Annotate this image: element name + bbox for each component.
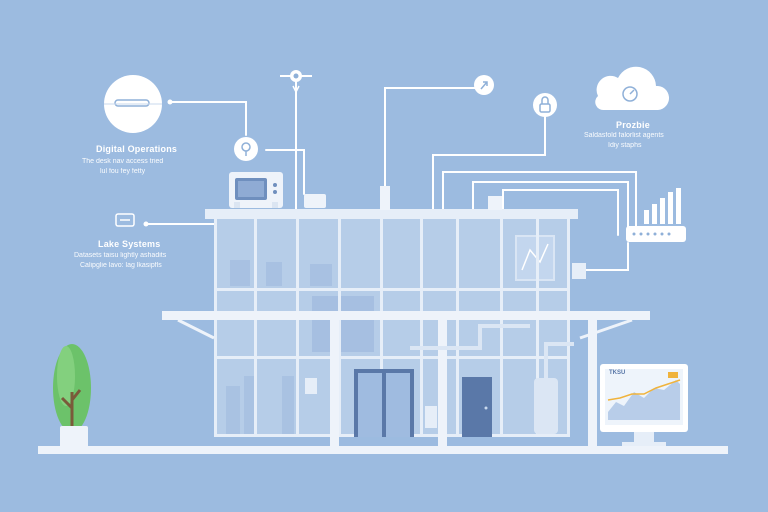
cloud-block-title: Prozbie bbox=[616, 120, 650, 130]
ground-line bbox=[38, 446, 728, 454]
wall-panel bbox=[305, 378, 317, 394]
roof-vent bbox=[488, 196, 502, 210]
cloud-icon bbox=[595, 66, 670, 111]
arrow-icon bbox=[474, 75, 494, 95]
roof-vent bbox=[380, 186, 390, 210]
lake-systems-icon bbox=[115, 213, 135, 227]
lake-systems-line-2: Calipglie lavo: lag lkasipfls bbox=[80, 262, 162, 269]
lake-systems-line-1: Datasets taisu lightly ashadits bbox=[74, 252, 167, 259]
wall-outlet bbox=[572, 263, 586, 279]
side-door bbox=[462, 377, 492, 437]
monitor-tag: TKSU bbox=[609, 370, 626, 376]
roof-unit bbox=[304, 194, 326, 208]
entrance-door bbox=[354, 369, 414, 437]
signal-bars-icon bbox=[644, 188, 681, 224]
wall-panel bbox=[425, 406, 437, 428]
router-icon bbox=[626, 226, 686, 242]
digital-operations-line-1: The desk nav access tried bbox=[82, 158, 164, 165]
digital-operations-line-2: lul fou fey fetty bbox=[100, 168, 146, 175]
digital-operations-title: Digital Operations bbox=[96, 144, 178, 154]
bulb-icon bbox=[234, 137, 258, 161]
pipes bbox=[410, 324, 574, 380]
valve-icon bbox=[280, 70, 312, 94]
monitor-icon bbox=[600, 364, 688, 446]
camera-box-icon bbox=[229, 172, 283, 208]
cloud-block-line-1: Saldasfold falorlist agents bbox=[584, 132, 664, 139]
cloud-block-line-2: Idiy staphs bbox=[608, 142, 642, 149]
lock-icon bbox=[533, 93, 557, 117]
plant-icon bbox=[53, 344, 91, 448]
gauge-icon bbox=[104, 75, 162, 133]
lake-systems-title: Lake Systems bbox=[98, 239, 161, 249]
canopy bbox=[162, 311, 650, 452]
roof-slab bbox=[205, 209, 578, 219]
water-tank bbox=[534, 378, 558, 434]
